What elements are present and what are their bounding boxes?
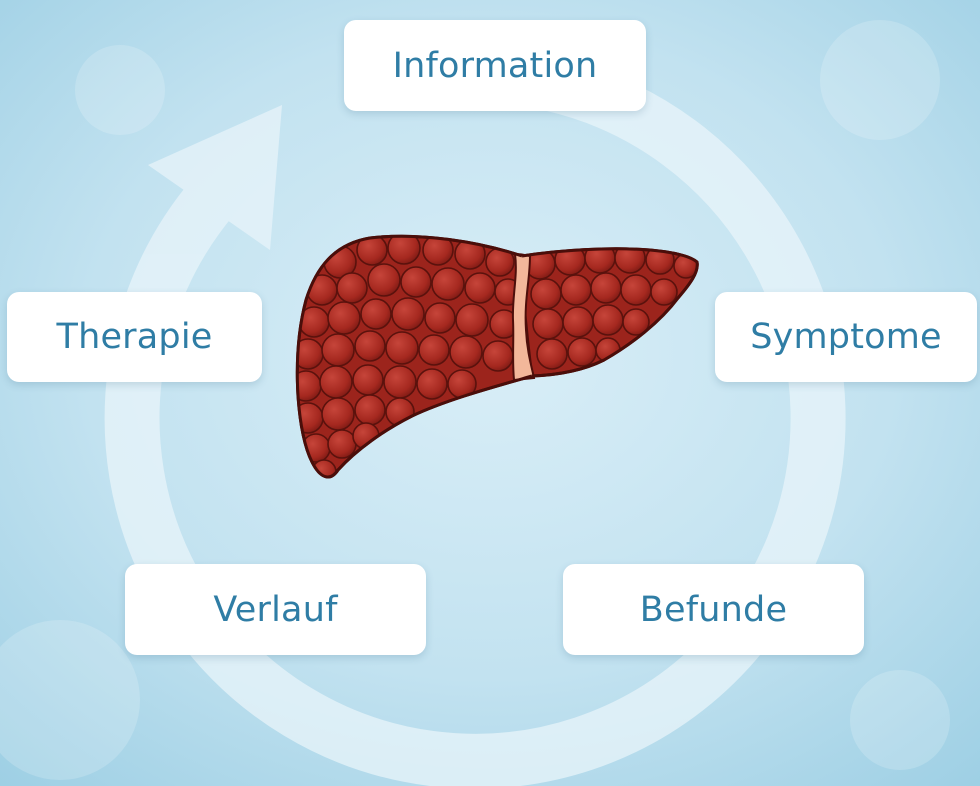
step-information-label: Information (393, 46, 598, 86)
step-befunde: Befunde (563, 564, 864, 655)
step-verlauf-label: Verlauf (213, 590, 337, 630)
step-therapie: Therapie (7, 292, 262, 382)
step-symptome: Symptome (715, 292, 977, 382)
step-therapie-label: Therapie (56, 317, 212, 357)
step-verlauf: Verlauf (125, 564, 426, 655)
step-befunde-label: Befunde (640, 590, 787, 630)
step-information: Information (344, 20, 646, 111)
step-symptome-label: Symptome (750, 317, 942, 357)
